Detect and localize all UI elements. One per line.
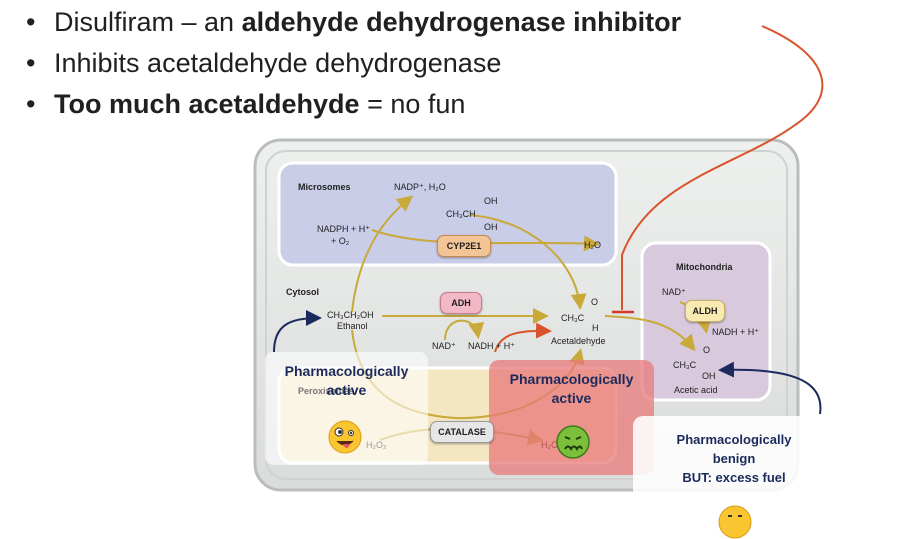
nadh-mito-label: NADH + H⁺	[712, 327, 760, 337]
nadh-cytosol-label: NADH + H⁺	[468, 341, 516, 351]
acetaldehyde-pointer-arrow	[494, 322, 552, 353]
bullet-2-text: Inhibits acetaldehyde dehydrogenase	[54, 48, 502, 78]
ethanol-callout-line-1: Pharmacologically	[284, 363, 409, 379]
acetic-acid-callout-line-3: BUT: excess fuel	[682, 470, 786, 485]
acetic-acid-callout-arrow	[718, 361, 822, 415]
bullet-3: •Too much acetaldehyde = no fun	[26, 89, 466, 119]
zany-face-icon	[328, 420, 362, 454]
bullet-3-bold: Too much acetaldehyde	[54, 89, 360, 119]
mitochondria-label: Mitochondria	[676, 262, 733, 272]
neutral-face-icon	[718, 505, 752, 539]
ethanol-callout-arrow	[273, 310, 322, 353]
o2-label: + O₂	[331, 236, 350, 246]
h-label: H	[592, 323, 599, 333]
acetic-acid-callout-line-2: benign	[712, 451, 756, 466]
inhibition-arrow	[621, 25, 824, 310]
cytosol-label: Cytosol	[286, 287, 320, 297]
acetic-acid-label: Acetic acid	[674, 385, 718, 395]
h2o2-label: H₂O₂	[366, 440, 387, 450]
bullet-list: •Disulfiram – an aldehyde dehydrogenase …	[20, 2, 681, 125]
nauseated-face-icon	[556, 425, 590, 459]
ethanol-formula-label: CH₃CH₂OH	[327, 310, 374, 320]
acetic-acid-callout-box	[633, 416, 833, 524]
bullet-1-bold: aldehyde dehydrogenase inhibitor	[241, 7, 682, 37]
o-label-1: O	[591, 297, 599, 307]
cyp2e1-enzyme: CYP2E1	[437, 235, 491, 257]
aldh-enzyme: ALDH	[685, 300, 725, 322]
ch3c-label-1: CH₃C	[561, 313, 585, 323]
bullet-3-text: = no fun	[359, 89, 466, 119]
bullet-2: •Inhibits acetaldehyde dehydrogenase	[26, 48, 502, 78]
aldh-pathway-arrow	[604, 315, 696, 352]
oh-label-2: OH	[484, 222, 498, 232]
bullet-1-text: Disulfiram – an	[54, 7, 242, 37]
h2o-label: H₂O	[584, 240, 601, 250]
acetaldehyde-callout: Pharmacologically active	[493, 370, 650, 408]
adh-enzyme: ADH	[440, 292, 482, 314]
nad-mito-label: NAD⁺	[662, 287, 686, 297]
acetaldehyde-callout-line-2: active	[551, 390, 592, 406]
catalase-enzyme: CATALASE	[430, 421, 494, 443]
nadph-label: NADPH + H⁺	[317, 224, 371, 234]
nad-cytosol-label: NAD⁺	[432, 341, 456, 351]
nadp-h2o-label: NADP⁺, H₂O	[394, 182, 446, 192]
microsomes-compartment	[277, 161, 618, 267]
ethanol-callout-box	[265, 352, 428, 465]
oh-label-1: OH	[484, 196, 498, 206]
acetaldehyde-callout-line-1: Pharmacologically	[509, 371, 634, 387]
ch3ch-label: CH₃CH	[446, 209, 476, 219]
o-label-2: O	[703, 345, 711, 355]
h2o-perox-label: H₂O	[541, 440, 558, 450]
acetaldehyde-label: Acetaldehyde	[551, 336, 606, 346]
acetic-acid-callout: Pharmacologically benign BUT: excess fue…	[640, 430, 828, 487]
oh-label-3: OH	[702, 371, 716, 381]
ethanol-label: Ethanol	[337, 321, 368, 331]
acetic-acid-callout-line-1: Pharmacologically	[676, 432, 792, 447]
microsomes-label: Microsomes	[298, 182, 351, 192]
acetaldehyde-callout-box	[489, 360, 654, 475]
ch3c-label-2: CH₃C	[673, 360, 697, 370]
bullet-1: •Disulfiram – an aldehyde dehydrogenase …	[26, 7, 682, 37]
metabolism-diagram	[253, 25, 833, 524]
peroxisomes-label: Peroxisomes	[298, 386, 355, 396]
ethanol-callout: Pharmacologically active	[270, 362, 423, 400]
ethanol-callout-line-2: active	[326, 382, 367, 398]
